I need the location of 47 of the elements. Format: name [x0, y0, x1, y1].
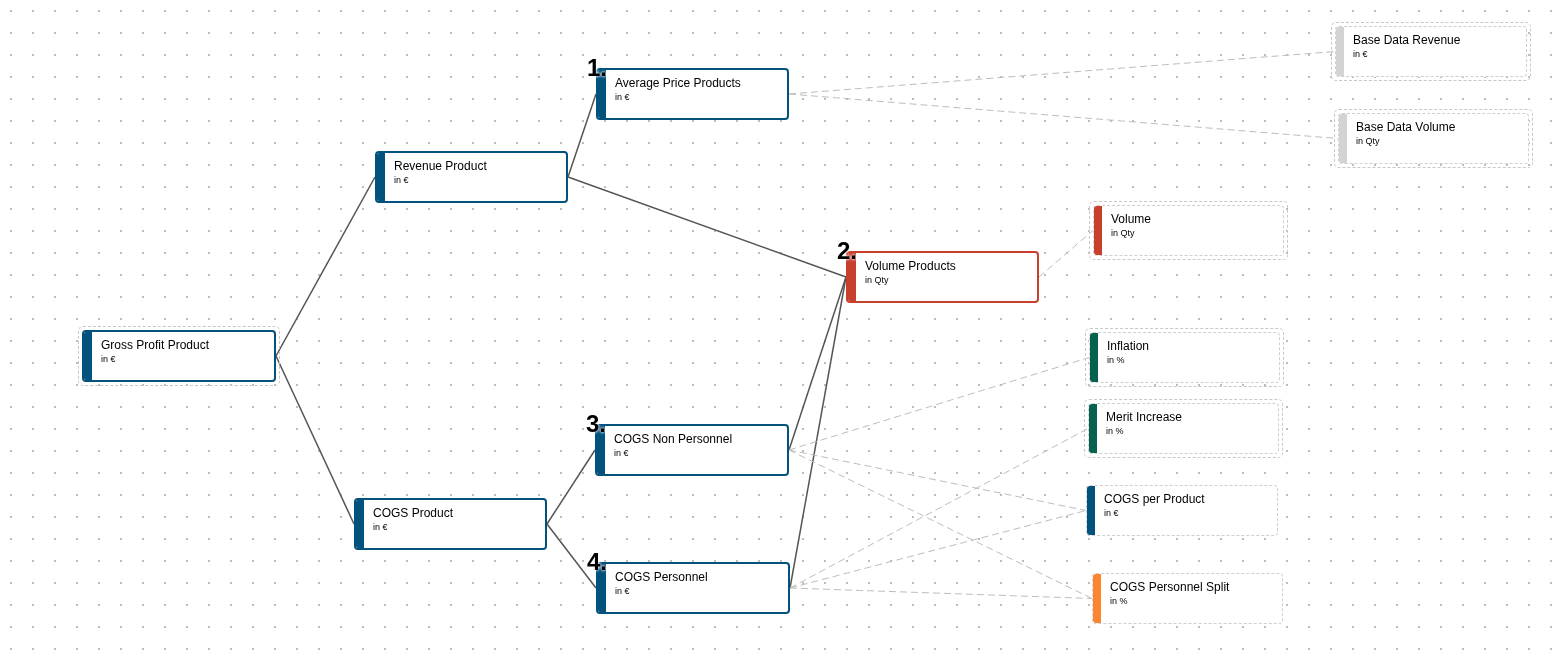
- dashed-connector: [788, 51, 1336, 95]
- step-number: 3.: [586, 411, 606, 437]
- connector-line: [546, 449, 596, 525]
- connector-line: [567, 176, 847, 278]
- connector-line: [275, 355, 355, 525]
- connector-line: [789, 276, 847, 589]
- node-title: COGS Non Personnel: [614, 432, 733, 447]
- unit-label: in %: [1110, 595, 1129, 608]
- dashed-connector: [1038, 230, 1094, 278]
- node-title: Gross Profit Product: [101, 338, 210, 353]
- node-title: Inflation: [1107, 339, 1150, 354]
- unit-label: in €: [614, 447, 630, 460]
- dashed-connector: [788, 357, 1090, 451]
- dashed-connector: [789, 587, 1093, 599]
- node-title: Average Price Products: [615, 76, 741, 91]
- unit-label: in Qty: [1111, 227, 1136, 240]
- node-title: Revenue Product: [394, 159, 487, 174]
- node-title: Volume: [1111, 212, 1152, 227]
- connector-line: [788, 276, 847, 451]
- step-number: 4.: [587, 549, 607, 575]
- node-title: Merit Increase: [1106, 410, 1183, 425]
- dashed-connector: [789, 428, 1089, 589]
- connector-line: [546, 523, 597, 589]
- unit-label: in €: [394, 174, 410, 187]
- node-title: Base Data Revenue: [1353, 33, 1461, 48]
- dashed-connector: [788, 449, 1093, 599]
- node-title: Volume Products: [865, 259, 956, 274]
- unit-label: in €: [1104, 507, 1120, 520]
- step-number: 1.: [587, 55, 607, 81]
- unit-label: in %: [1107, 354, 1126, 367]
- unit-label: in €: [615, 585, 631, 598]
- unit-label: in €: [101, 353, 117, 366]
- connector-line: [275, 176, 376, 357]
- step-number: 2.: [837, 238, 857, 264]
- unit-label: in Qty: [1356, 135, 1381, 148]
- unit-label: in %: [1106, 425, 1125, 438]
- node-title: COGS per Product: [1104, 492, 1205, 507]
- unit-label: in €: [373, 521, 389, 534]
- unit-label: in Qty: [865, 274, 890, 287]
- unit-label: in €: [1353, 48, 1369, 61]
- node-title: COGS Personnel: [615, 570, 708, 585]
- connector-line: [567, 93, 597, 178]
- node-title: COGS Personnel Split: [1110, 580, 1230, 595]
- node-title: COGS Product: [373, 506, 454, 521]
- dashed-connector: [788, 449, 1087, 511]
- node-title: Base Data Volume: [1356, 120, 1456, 135]
- unit-label: in €: [615, 91, 631, 104]
